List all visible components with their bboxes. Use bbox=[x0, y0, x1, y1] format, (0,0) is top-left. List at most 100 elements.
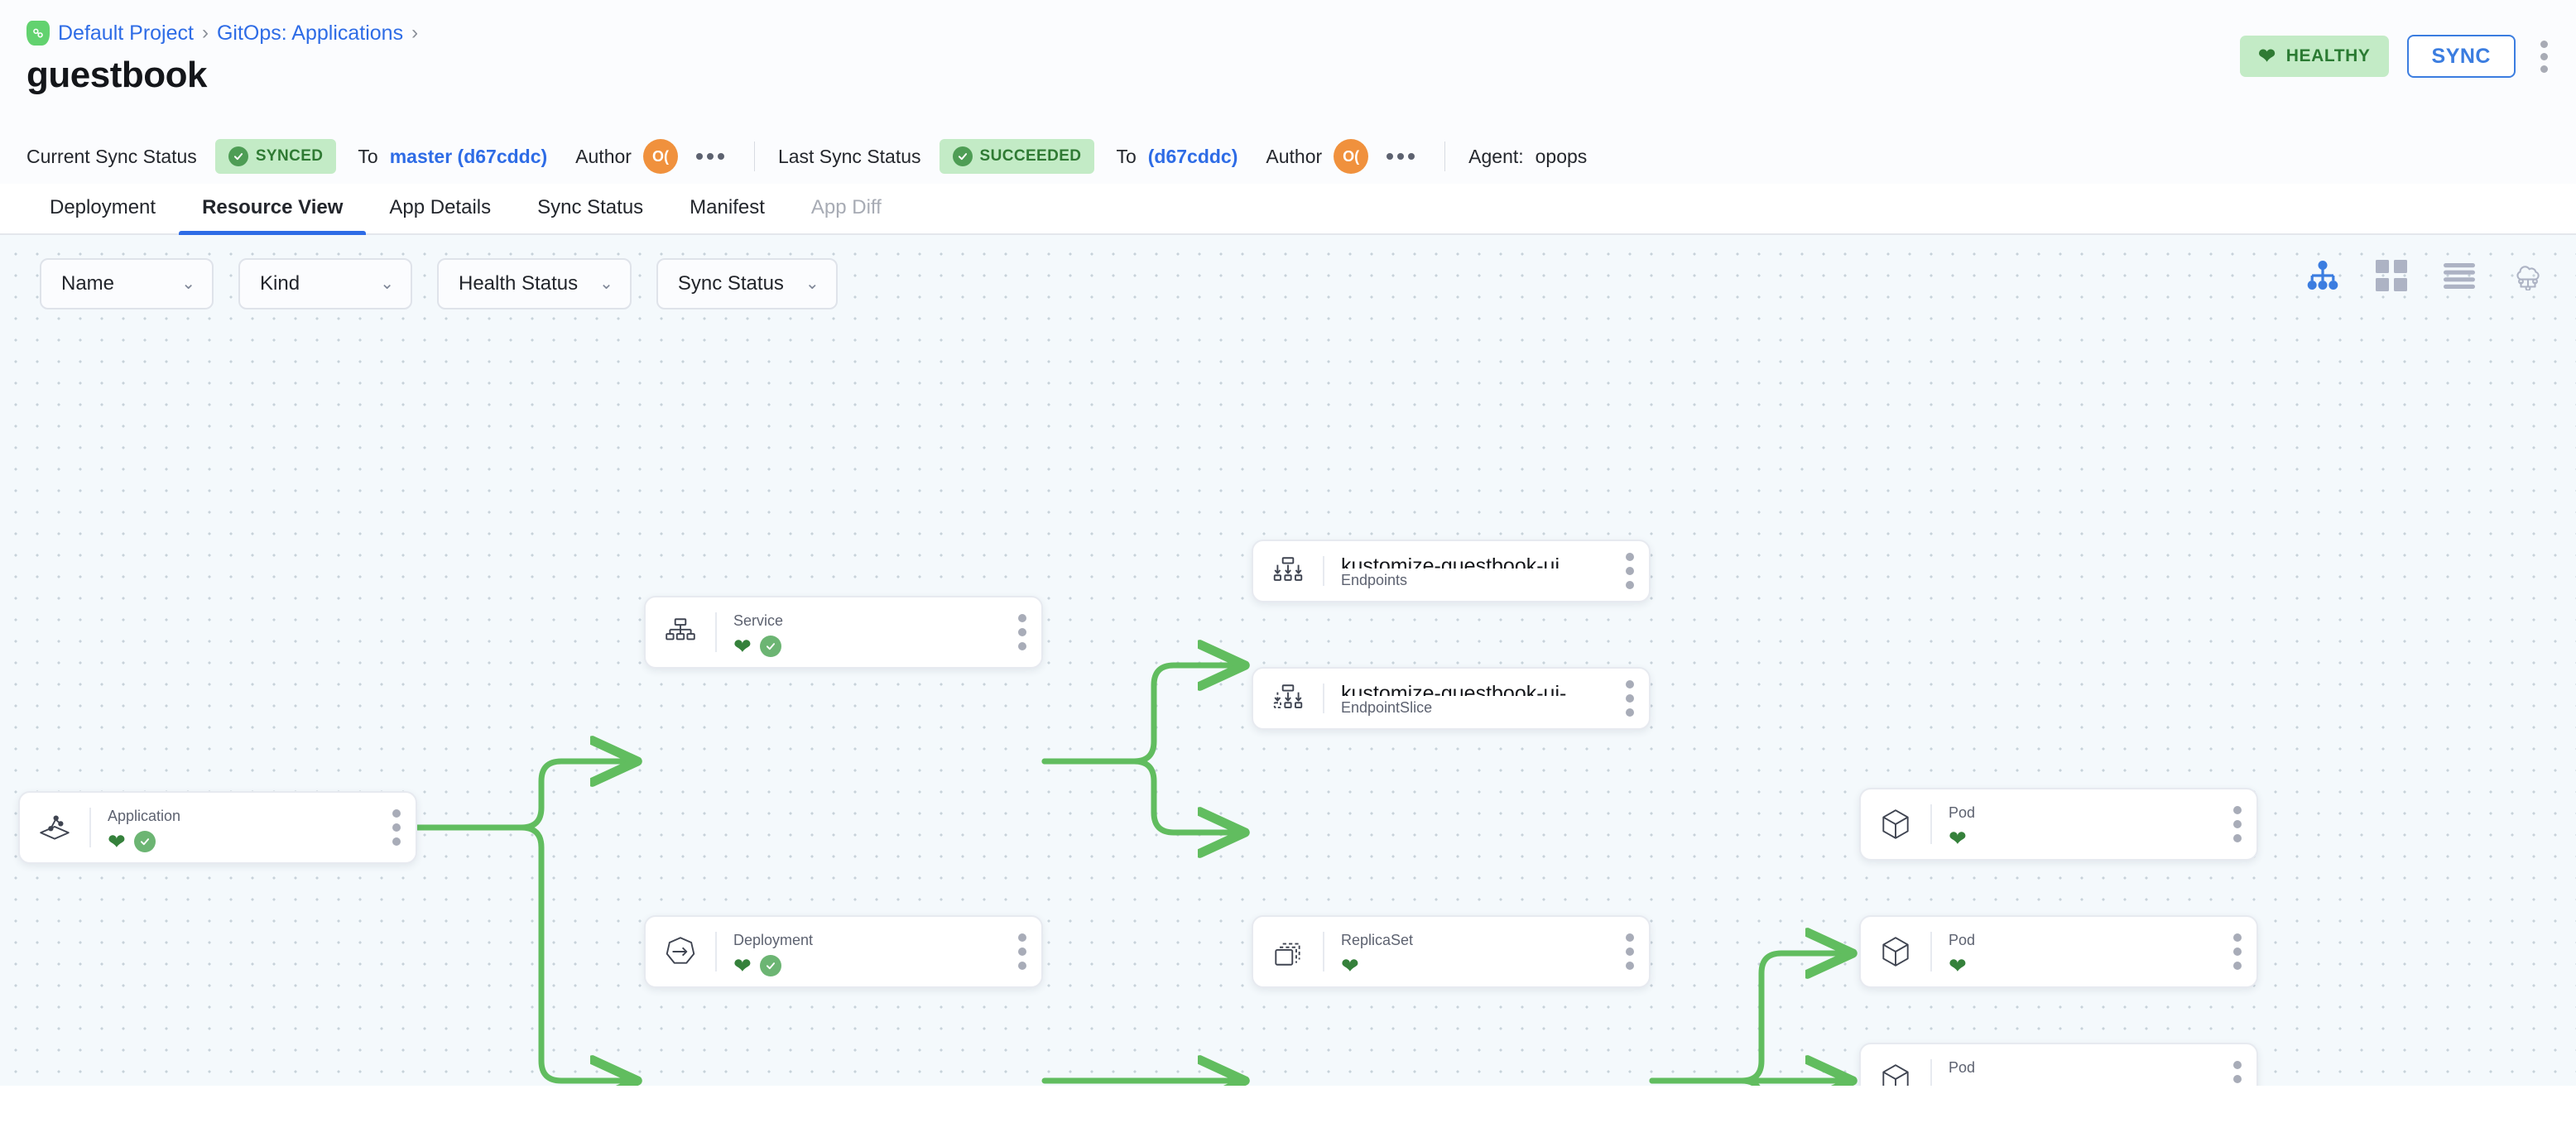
node-content: kustomize-guestbook-ui-… Pod ❤ bbox=[1932, 917, 2218, 986]
tree-view-icon[interactable] bbox=[2306, 261, 2339, 295]
health-heart-icon: ❤ bbox=[108, 829, 126, 854]
health-heart-icon: ❤ bbox=[733, 953, 752, 978]
list-view-icon[interactable] bbox=[2444, 262, 2475, 293]
pod-icon bbox=[1861, 789, 1930, 859]
edge-replicaset-to-pod-3 bbox=[1649, 1077, 1761, 1086]
node-divider bbox=[89, 808, 91, 847]
heart-icon: ❤ bbox=[2258, 44, 2276, 68]
tab-manifest[interactable]: Manifest bbox=[690, 196, 765, 218]
filter-kind-select[interactable]: Kind ⌄ bbox=[238, 258, 412, 309]
resource-graph-canvas[interactable]: Name ⌄ Kind ⌄ Health Status ⌄ Sync Statu… bbox=[0, 235, 2576, 1086]
node-divider bbox=[1323, 932, 1324, 971]
status-badge-health: ❤ HEALTHY bbox=[2240, 36, 2389, 77]
node-kebab-menu-icon[interactable] bbox=[1611, 917, 1649, 986]
node-kind: Pod bbox=[1949, 804, 1976, 821]
avatar-current-author[interactable]: O( bbox=[642, 139, 678, 174]
last-author-label: Author bbox=[1266, 145, 1323, 167]
node-kind: Deployment bbox=[733, 932, 814, 948]
graph-node-pod-3[interactable]: kustomize-guestbook-ui-… Pod ❤ bbox=[1859, 1043, 2258, 1086]
filter-health-status-select[interactable]: Health Status ⌄ bbox=[437, 258, 632, 309]
node-divider bbox=[1930, 932, 1932, 971]
network-view-icon[interactable] bbox=[2511, 261, 2545, 295]
graph-edges bbox=[414, 235, 2576, 1086]
sync-status-bar: Current Sync Status SYNCED To master (d6… bbox=[0, 129, 2576, 184]
node-kebab-menu-icon[interactable] bbox=[1003, 597, 1041, 667]
header-kebab-menu-icon[interactable] bbox=[2534, 36, 2554, 78]
deployment-icon bbox=[646, 917, 715, 986]
graph-node-endpointslice[interactable]: kustomize-guestbook-ui-… EndpointSlice bbox=[1252, 667, 1651, 730]
node-status-badges: ❤ bbox=[1949, 1082, 2218, 1086]
service-icon bbox=[646, 597, 715, 667]
node-kind: ReplicaSet bbox=[1341, 932, 1414, 948]
health-badge-label: HEALTHY bbox=[2285, 46, 2371, 65]
node-kebab-menu-icon[interactable] bbox=[2218, 1044, 2256, 1086]
node-title: kustomize-guestbook-ui bbox=[1341, 554, 1560, 568]
node-status-badges: ❤ bbox=[733, 955, 1003, 976]
sync-check-icon bbox=[759, 955, 781, 976]
node-kebab-menu-icon[interactable] bbox=[1611, 669, 1649, 728]
node-status-badges: ❤ bbox=[108, 831, 377, 852]
breadcrumb-gitops-applications[interactable]: GitOps: Applications bbox=[216, 21, 404, 45]
sync-check-icon bbox=[133, 831, 156, 852]
graph-node-replicaset[interactable]: kustomize-guestbook-ui-… ReplicaSet ❤ bbox=[1252, 915, 1651, 988]
filter-name-label: Name bbox=[61, 272, 115, 295]
grid-view-icon[interactable] bbox=[2376, 260, 2407, 295]
node-content: kustomize-guestbook-ui-… EndpointSlice bbox=[1324, 669, 1611, 728]
current-sync-status-value: SYNCED bbox=[255, 147, 324, 165]
sync-check-icon bbox=[759, 636, 781, 657]
breadcrumb: Default Project › GitOps: Applications › bbox=[26, 18, 2543, 48]
last-to-label: To bbox=[1116, 145, 1137, 167]
divider-2 bbox=[1444, 142, 1446, 171]
node-content: kustomize-guestbook-ui-… Pod ❤ bbox=[1932, 1044, 2218, 1086]
tab-resource-view[interactable]: Resource View bbox=[179, 182, 367, 235]
node-content: kustomize-guestbook-ui Deployment ❤ bbox=[717, 917, 1003, 986]
agent-value: opops bbox=[1535, 145, 1588, 167]
node-kind: Pod bbox=[1949, 932, 1976, 948]
last-sync-status-value: SUCCEEDED bbox=[979, 147, 1082, 165]
header-actions: ❤ HEALTHY SYNC bbox=[2240, 35, 2554, 78]
current-revision-link[interactable]: master (d67cddc) bbox=[389, 145, 548, 167]
node-kind: Endpoints bbox=[1341, 572, 1408, 588]
node-kebab-menu-icon[interactable] bbox=[2218, 789, 2256, 859]
breadcrumb-default-project[interactable]: Default Project bbox=[58, 21, 194, 45]
page-title: guestbook bbox=[26, 55, 207, 95]
edge-service-to-endpointslice bbox=[1041, 758, 1242, 832]
node-divider bbox=[1323, 556, 1324, 586]
graph-node-pod-1[interactable]: kustomize-guestbook-ui-… Pod ❤ bbox=[1859, 788, 2258, 861]
health-heart-icon: ❤ bbox=[1341, 953, 1359, 978]
node-kind: Service bbox=[733, 612, 784, 629]
node-content: kustomize-guestbook-ui Service ❤ bbox=[717, 597, 1003, 667]
last-sync-status-badge: SUCCEEDED bbox=[939, 139, 1095, 174]
sync-button[interactable]: SYNC bbox=[2406, 35, 2516, 78]
graph-node-service[interactable]: kustomize-guestbook-ui Service ❤ bbox=[644, 596, 1043, 669]
breadcrumb-separator-1: › bbox=[201, 22, 209, 44]
tab-sync-status[interactable]: Sync Status bbox=[537, 196, 644, 218]
graph-node-deployment[interactable]: kustomize-guestbook-ui Deployment ❤ bbox=[644, 915, 1043, 988]
node-kebab-menu-icon[interactable] bbox=[2218, 917, 2256, 986]
last-sync-more-icon[interactable] bbox=[1380, 146, 1421, 166]
health-heart-icon: ❤ bbox=[1949, 953, 1967, 978]
graph-node-application[interactable]: guestbook Application ❤ bbox=[18, 791, 417, 864]
filter-sync-status-label: Sync Status bbox=[677, 272, 784, 295]
node-divider bbox=[715, 932, 717, 971]
endpointslice-icon bbox=[1253, 669, 1323, 728]
current-sync-more-icon[interactable] bbox=[690, 146, 731, 166]
filter-name-select[interactable]: Name ⌄ bbox=[40, 258, 214, 309]
last-revision-link[interactable]: (d67cddc) bbox=[1147, 145, 1238, 167]
graph-node-endpoints[interactable]: kustomize-guestbook-ui Endpoints bbox=[1252, 540, 1651, 602]
filter-sync-status-select[interactable]: Sync Status ⌄ bbox=[656, 258, 838, 309]
node-content: kustomize-guestbook-ui-… Pod ❤ bbox=[1932, 789, 2218, 859]
node-kebab-menu-icon[interactable] bbox=[1611, 541, 1649, 601]
endpoints-icon bbox=[1253, 541, 1323, 601]
node-content: kustomize-guestbook-ui-… ReplicaSet ❤ bbox=[1324, 917, 1611, 986]
node-divider bbox=[1930, 1059, 1932, 1086]
chevron-down-icon: ⌄ bbox=[380, 275, 394, 293]
avatar-last-author[interactable]: O( bbox=[1334, 139, 1369, 174]
node-status-badges: ❤ bbox=[733, 636, 1003, 657]
node-kebab-menu-icon[interactable] bbox=[1003, 917, 1041, 986]
node-status-badges: ❤ bbox=[1341, 955, 1611, 976]
tab-deployment[interactable]: Deployment bbox=[50, 196, 156, 218]
node-kebab-menu-icon[interactable] bbox=[377, 793, 416, 862]
graph-node-pod-2[interactable]: kustomize-guestbook-ui-… Pod ❤ bbox=[1859, 915, 2258, 988]
tab-app-details[interactable]: App Details bbox=[389, 196, 492, 218]
